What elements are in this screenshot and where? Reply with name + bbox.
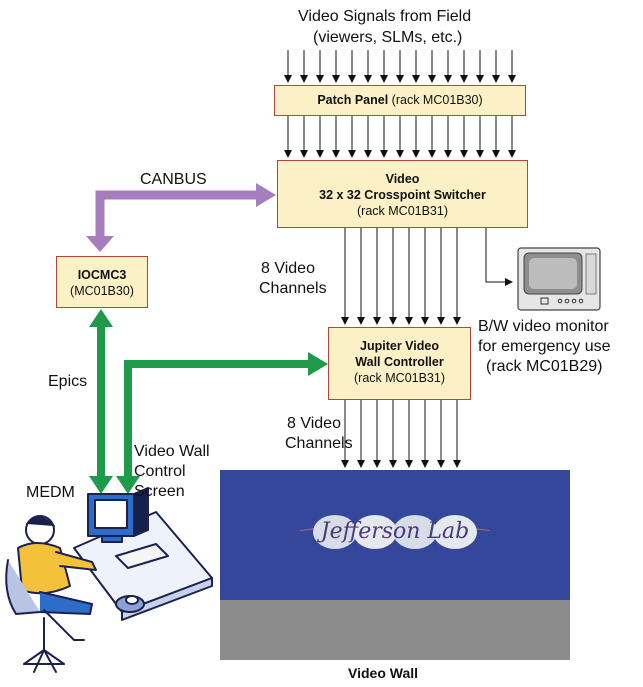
- canbus-label: CANBUS: [140, 171, 207, 188]
- switcher-box: Video 32 x 32 Crosspoint Switcher (rack …: [277, 160, 528, 228]
- epics-label: Epics: [48, 373, 88, 390]
- jupiter-box: Jupiter Video Wall Controller (rack MC01…: [328, 327, 471, 400]
- medm-label: MEDM: [26, 484, 75, 501]
- field-signals-label-line1: Video Signals from Field: [298, 8, 472, 25]
- jefferson-lab-logo: Jefferson Lab: [300, 510, 490, 554]
- vw-control-label-line3: Screen: [134, 483, 185, 500]
- patch-panel-rack: (rack MC01B30): [391, 93, 483, 107]
- monitor-label-line1: B/W video monitor: [478, 318, 609, 335]
- field-signals-label-line2: (viewers, SLMs, etc.): [313, 29, 463, 46]
- monitor-label-line2: for emergency use: [478, 338, 611, 355]
- switcher-title-line1: Video: [385, 172, 420, 186]
- control-screen-arrow: [116, 352, 328, 494]
- patch-to-switcher-arrows: [284, 116, 516, 158]
- video-channels-2-line2: Channels: [285, 435, 353, 452]
- field-signal-arrows: [284, 50, 516, 83]
- jupiter-title-line1: Jupiter Video: [360, 339, 439, 353]
- switcher-to-jupiter-arrows: [341, 228, 461, 325]
- jupiter-rack: (rack MC01B31): [354, 371, 445, 385]
- video-wall-label: Video Wall: [348, 665, 419, 681]
- iocmc3-title: IOCMC3: [77, 268, 127, 282]
- switcher-title-line2: 32 x 32 Crosspoint Switcher: [319, 188, 486, 202]
- jupiter-to-wall-arrows: [341, 400, 461, 468]
- switcher-to-monitor-arrow: [485, 228, 513, 286]
- operator-workstation: [5, 487, 213, 673]
- video-channels-1-line1: 8 Video: [261, 260, 315, 277]
- iocmc3-box: IOCMC3 (MC01B30): [56, 256, 148, 308]
- jupiter-title-line2: Wall Controller: [355, 355, 444, 369]
- video-channels-1-line2: Channels: [259, 280, 327, 297]
- epics-arrow: [89, 309, 113, 494]
- monitor-label-line3: (rack MC01B29): [486, 358, 603, 375]
- vw-control-label-line2: Control: [134, 463, 186, 480]
- video-channels-2-line1: 8 Video: [287, 415, 341, 432]
- bw-monitor: [517, 247, 601, 311]
- vw-control-label-line1: Video Wall: [134, 443, 210, 460]
- switcher-rack: (rack MC01B31): [357, 204, 448, 218]
- patch-panel-title: Patch Panel: [317, 93, 389, 107]
- video-wall-base: [220, 600, 570, 660]
- iocmc3-rack: (MC01B30): [70, 284, 134, 298]
- jefferson-lab-logo-text: Jefferson Lab: [320, 519, 470, 544]
- patch-panel-box: Patch Panel (rack MC01B30): [274, 85, 526, 116]
- canbus-arrow: [86, 183, 276, 252]
